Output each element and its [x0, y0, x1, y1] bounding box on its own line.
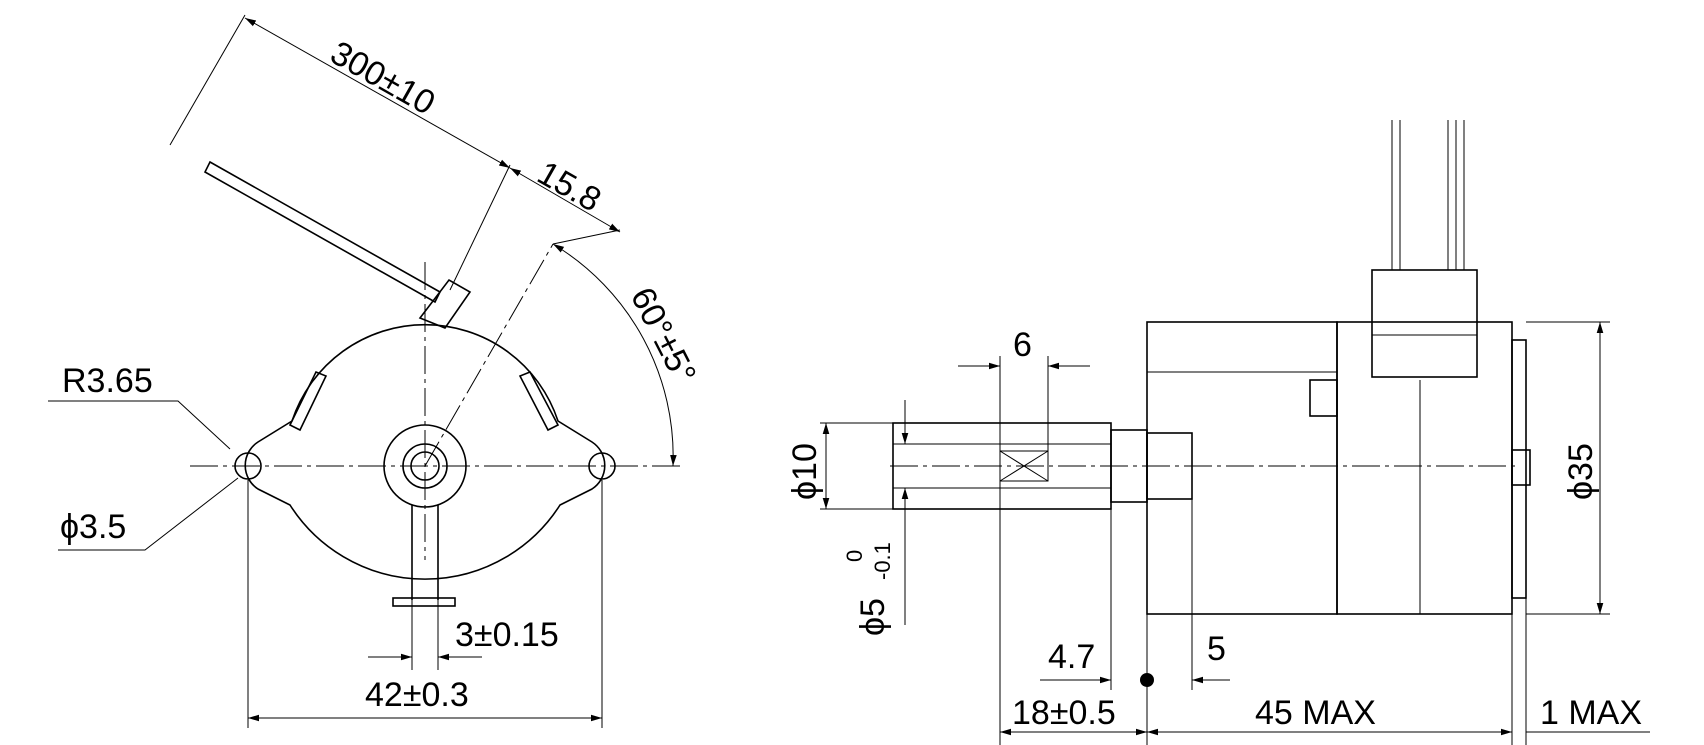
dim-lead-length: 300±10	[324, 34, 441, 123]
dim-shaft-tol-upper: 0	[842, 550, 867, 562]
motor-body-outline	[244, 323, 606, 580]
dim-mount-pitch: 42±0.3	[365, 676, 469, 714]
shaft-flat-x2	[999, 450, 1049, 482]
dim-lead-length-line	[244, 17, 511, 169]
dim-cap-len: 1 MAX	[1540, 694, 1642, 732]
mount-hole-left	[234, 452, 262, 480]
shaft-boss-inner	[402, 443, 448, 489]
shaft-boss-outer	[383, 424, 467, 508]
slot-right	[518, 370, 560, 432]
dim-hole-dia: ϕ3.5	[60, 508, 126, 546]
dim-shaft-dia: ϕ5	[854, 598, 892, 636]
end-cap-detail	[1511, 449, 1531, 486]
front-view: 300±10 15.8 60°±5° R3.65 ϕ3.5 3±0.15 42±…	[48, 14, 703, 728]
dim-boss-dia: ϕ10	[786, 443, 824, 500]
dim-boss-step: 5	[1207, 630, 1226, 668]
lead-witness-3	[552, 229, 621, 245]
dim-angle-arc	[552, 243, 677, 467]
lead-angle-centerline	[424, 243, 554, 467]
dim-hole-leader	[58, 477, 239, 551]
gearbox-tab	[1309, 379, 1338, 417]
motor-body	[1336, 321, 1513, 615]
lead-wire	[203, 160, 442, 304]
dim-body-len: 45 MAX	[1255, 694, 1376, 732]
dim-body-dia: ϕ35	[1562, 443, 1600, 500]
side-view: 6 ϕ10 ϕ5 0 -0.1 4.7 5 18±0.5 45 MAX	[786, 120, 1650, 745]
connector	[1371, 269, 1478, 378]
shaft	[410, 451, 440, 481]
dim-radius: R3.65	[62, 362, 153, 400]
bottom-tab	[392, 597, 456, 607]
dim-lead-offset: 15.8	[531, 154, 607, 220]
dim-boss-len: 4.7	[1048, 638, 1095, 676]
dim-shaft-tol-lower: -0.1	[870, 542, 895, 580]
lead-witness-2	[449, 164, 511, 291]
end-cap	[1511, 339, 1527, 599]
dim-flat-length: 6	[1013, 326, 1032, 364]
lead-exit-block	[418, 278, 472, 329]
shaft-flat-box	[999, 450, 1049, 482]
dim-angle: 60°±5°	[623, 281, 703, 390]
slot-left	[288, 370, 328, 432]
dim-radius-leader	[48, 400, 231, 450]
dim-shaft-flat: 3±0.15	[455, 616, 559, 654]
gearbox	[1146, 321, 1338, 615]
lead-witness-1	[169, 14, 246, 146]
dim-shaft-len: 18±0.5	[1012, 694, 1116, 732]
dim-lead-offset-line	[509, 167, 621, 233]
